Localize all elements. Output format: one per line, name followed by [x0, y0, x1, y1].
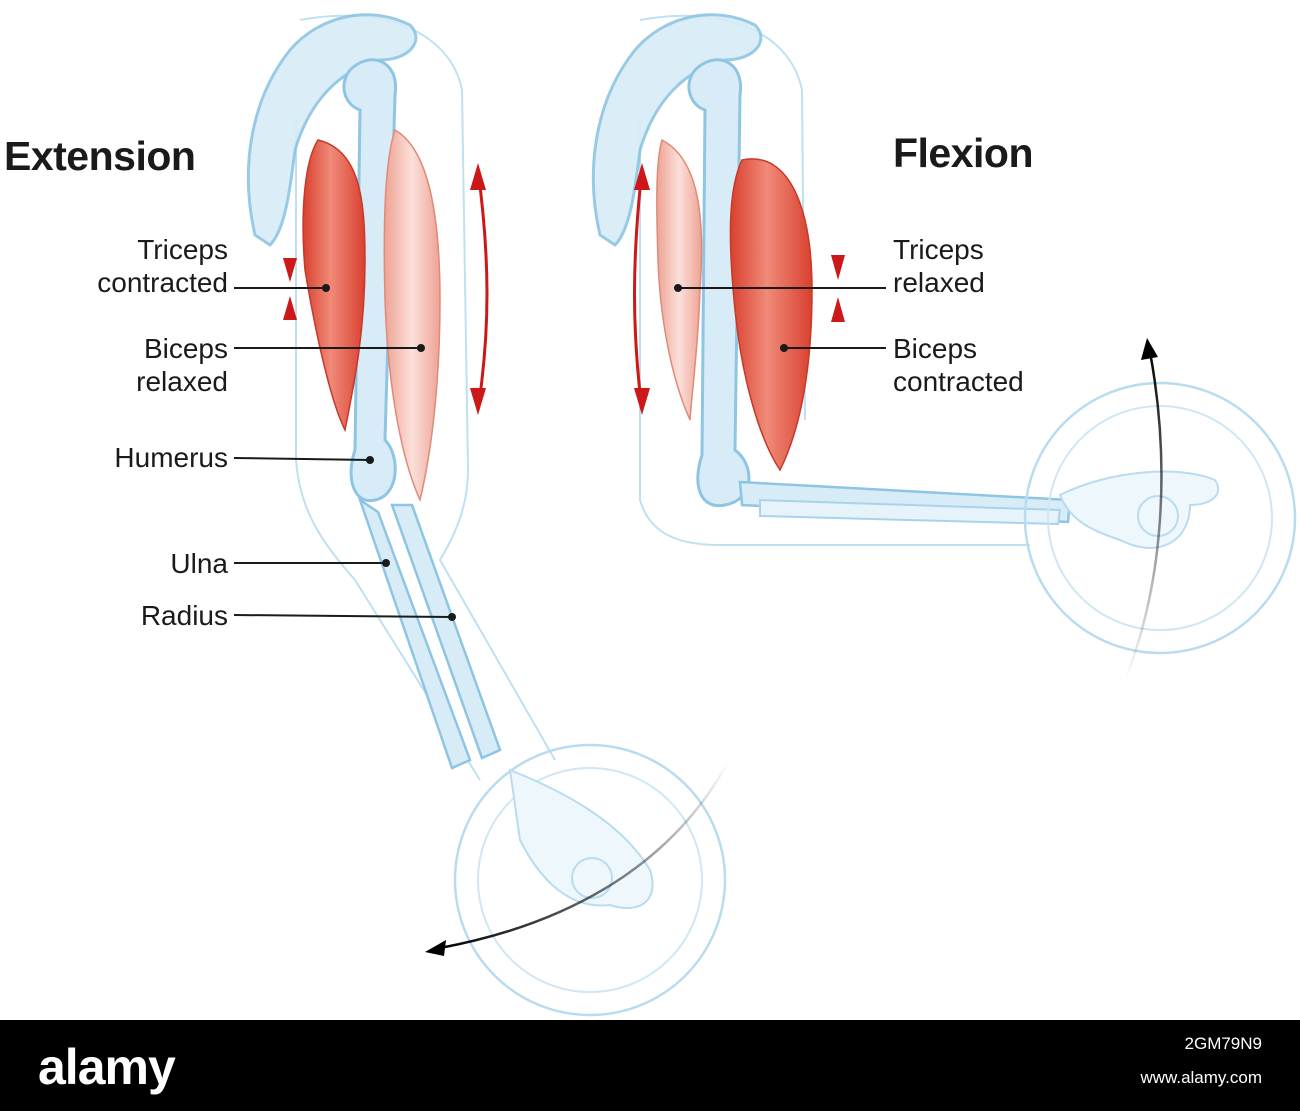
leader-dot	[417, 344, 425, 352]
extension-biceps-arrow-line	[476, 169, 489, 411]
label-line: Biceps	[143, 333, 228, 364]
leader-dot	[382, 559, 390, 567]
label-humerus: Humerus	[114, 442, 228, 473]
flexion-motion-arrowhead	[1141, 338, 1158, 360]
label-triceps-contracted: Triceps contracted	[20, 233, 228, 299]
label-line: Triceps	[893, 234, 984, 265]
label-line: contracted	[97, 267, 228, 298]
flexion-biceps	[729, 158, 813, 472]
leader-dot	[780, 344, 788, 352]
extension-grip-handle	[571, 857, 613, 899]
flexion-biceps-arrow-down	[831, 255, 845, 280]
flexion-motion-arrow	[1123, 351, 1163, 681]
extension-motion-arrowhead	[425, 940, 446, 956]
extension-biceps-arrow-top	[470, 163, 486, 190]
flexion-humerus	[687, 58, 751, 508]
flexion-weight-outer	[1023, 381, 1297, 655]
leader-radius	[233, 614, 453, 618]
source-url: www.alamy.com	[1140, 1068, 1262, 1087]
leader-humerus	[233, 457, 371, 461]
flexion-arm	[591, 13, 1297, 681]
extension-biceps-arrow-bottom	[470, 388, 486, 415]
label-radius: Radius	[140, 600, 228, 631]
leader-dot	[674, 284, 682, 292]
muscle-diagram: Extension Flexion Triceps contracted Bic…	[4, 13, 1297, 1017]
label-line: Biceps	[893, 333, 978, 364]
extension-weight-outer	[453, 743, 727, 1017]
extension-scapula	[246, 13, 418, 247]
alamy-logo: alamy	[38, 1039, 176, 1095]
leader-dot	[366, 456, 374, 464]
extension-motion-arrow	[439, 761, 730, 950]
flexion-scapula	[591, 13, 763, 247]
label-line: relaxed	[893, 267, 985, 298]
extension-humerus	[342, 58, 397, 503]
leader-dot	[448, 613, 456, 621]
extension-title: Extension	[4, 133, 196, 179]
extension-radius	[390, 503, 502, 760]
flexion-biceps-arrow-up	[831, 297, 845, 322]
flexion-triceps-arrow-bottom	[634, 388, 650, 415]
flexion-weight-inner	[1047, 405, 1273, 631]
flexion-title: Flexion	[893, 130, 1034, 176]
image-id: 2GM79N9	[1184, 1034, 1262, 1053]
extension-triceps-arrow-down	[283, 258, 297, 282]
extension-ulna	[357, 496, 472, 770]
extension-biceps	[383, 128, 441, 503]
label-line: Triceps	[137, 234, 228, 265]
label-line: relaxed	[136, 366, 228, 397]
label-biceps-contracted: Biceps contracted	[893, 332, 1024, 398]
flexion-triceps-arrow-top	[634, 163, 650, 190]
extension-weight-inner	[477, 767, 703, 993]
label-biceps-relaxed: Biceps relaxed	[20, 332, 228, 398]
extension-hand	[508, 768, 654, 910]
flexion-forearm-2	[759, 498, 1062, 526]
label-line: contracted	[893, 366, 1024, 397]
watermark-footer: alamy 2GM79N9 www.alamy.com	[0, 1020, 1300, 1111]
extension-arm	[233, 13, 730, 1017]
label-ulna: Ulna	[170, 548, 228, 579]
anatomy-illustration	[233, 13, 1297, 1017]
flexion-triceps	[656, 138, 703, 421]
extension-triceps	[302, 139, 366, 433]
label-triceps-relaxed: Triceps relaxed	[893, 233, 985, 299]
flexion-triceps-arrow-line	[633, 169, 644, 411]
extension-triceps-arrow-up	[283, 296, 297, 320]
leader-dot	[322, 284, 330, 292]
